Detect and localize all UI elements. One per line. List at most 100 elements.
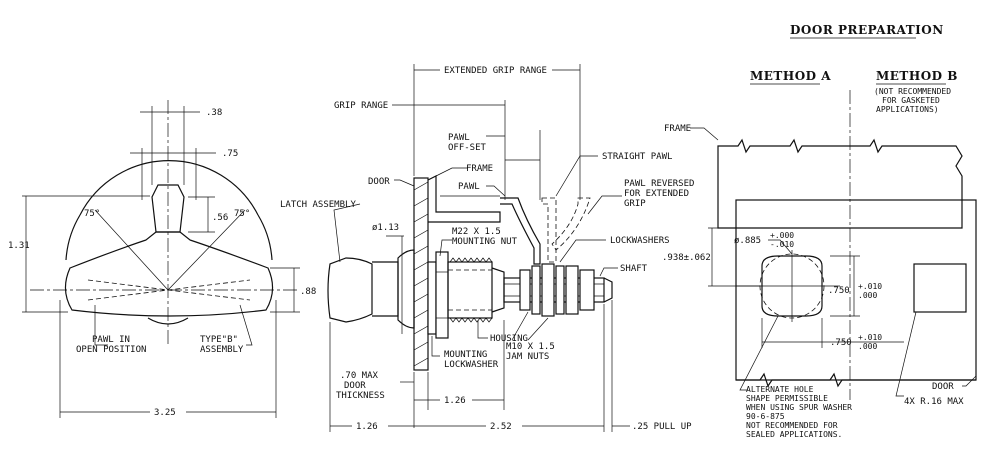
latch-assembly-label: LATCH ASSEMBLY — [280, 200, 356, 210]
leader-type-b — [239, 304, 253, 346]
alt-note-2: SHAPE PERMISSIBLE — [746, 394, 828, 403]
lockwasher-1 — [531, 265, 541, 315]
angle-right: 75° — [234, 209, 250, 219]
leader-frame-right — [690, 127, 719, 141]
pawl-offset-2: OFF-SET — [448, 143, 487, 153]
jam-nut-2 — [541, 263, 555, 317]
extended-grip-label: EXTENDED GRIP RANGE — [444, 66, 547, 76]
alt-note-3: WHEN USING SPUR WASHER — [746, 403, 852, 412]
housing-label: HOUSING — [490, 334, 528, 344]
door-label: DOOR — [368, 177, 390, 187]
grip-range-label: GRIP RANGE — [334, 101, 388, 111]
dim-38: .38 — [206, 108, 222, 118]
method-b-square-hole — [913, 263, 967, 313]
mounting-lockwasher — [427, 261, 437, 335]
tol-750a-2: .000 — [858, 291, 877, 300]
pawl-reversed-3: GRIP — [624, 199, 646, 209]
label-bg — [150, 405, 186, 417]
leader-m22 — [439, 239, 452, 257]
pawl-bent — [500, 197, 541, 265]
pawl-offset-1: PAWL — [448, 133, 470, 143]
m22-1: M22 X 1.5 — [452, 227, 501, 237]
dim-252: 2.52 — [490, 422, 512, 432]
m10-2: JAM NUTS — [506, 352, 549, 362]
alt-note-1: ALTERNATE HOLE — [746, 385, 814, 394]
tol-750a-1: +.010 — [858, 282, 882, 291]
door-right-label: DOOR — [932, 382, 954, 392]
tol-750b-2: .000 — [858, 342, 877, 351]
angle-arc — [79, 160, 259, 216]
dim-325: 3.25 — [154, 408, 176, 418]
mount-lockwasher-1: MOUNTING — [444, 350, 487, 360]
tol-750b-1: +.010 — [858, 333, 882, 342]
door-hatch — [413, 181, 429, 367]
jam-nut-1 — [519, 269, 531, 311]
m10-1: M10 X 1.5 — [506, 342, 555, 352]
latch-flange — [397, 249, 415, 329]
housing-threads — [448, 257, 493, 323]
tol-885-2: -.010 — [770, 240, 794, 249]
jam-nut-3 — [565, 265, 579, 315]
door-preparation-view: DOOR PREPARATION METHOD A METHOD B (NOT … — [662, 23, 977, 439]
m22-2: MOUNTING NUT — [452, 237, 518, 247]
method-a: METHOD A — [750, 69, 831, 83]
tol-885-1: +.000 — [770, 231, 794, 240]
handle-body — [64, 231, 274, 317]
label-bg — [440, 64, 552, 76]
alt-note-6: SEALED APPLICATIONS. — [746, 430, 842, 439]
method-b-note-1: (NOT RECOMMENDED — [874, 87, 951, 96]
type-b-2: ASSEMBLY — [200, 345, 244, 355]
dim-126a: 1.26 — [444, 396, 466, 406]
method-b-note-2: FOR GASKETED — [882, 96, 940, 105]
dim-126b: 1.26 — [356, 422, 378, 432]
leader-lockwashers — [559, 239, 606, 263]
frame-outline — [717, 138, 963, 229]
leader-pawl-open — [94, 305, 108, 346]
label-bg — [440, 394, 472, 406]
latch-section-view: EXTENDED GRIP RANGE GRIP RANGE PAWL OFF-… — [280, 64, 694, 432]
label-bg — [352, 420, 388, 432]
dia-885: ø.885 — [734, 236, 761, 246]
frame-section — [427, 175, 501, 223]
leader-dia-885 — [768, 239, 793, 255]
leader-door — [394, 179, 415, 187]
angle-ray-right — [167, 209, 246, 291]
method-b-note-3: APPLICATIONS) — [876, 105, 939, 114]
frame-right-label: FRAME — [664, 124, 691, 134]
dim-750a: .750 — [828, 286, 850, 296]
type-b-1: TYPE"B" — [200, 335, 238, 345]
pawl-open-2: OPEN POSITION — [76, 345, 146, 355]
max-door-2: DOOR — [344, 381, 366, 391]
leader-straight-pawl — [555, 155, 598, 197]
t-handle-front-view: .38 .75 .56 75° 75° 1.31 .88 3.25 PAWL I… — [8, 100, 316, 418]
method-b: METHOD B — [876, 69, 958, 83]
leader-pawl-reversed — [587, 195, 622, 215]
pawl-label: PAWL — [458, 182, 480, 192]
leader-pawl — [486, 185, 506, 197]
max-door-3: THICKNESS — [336, 391, 385, 401]
jam-nut-4 — [579, 269, 595, 311]
door-prep-title: DOOR PREPARATION — [790, 23, 944, 37]
leader-jam-2 — [527, 317, 549, 341]
straight-pawl-hidden — [541, 197, 557, 263]
pawl-reversed-2: FOR EXTENDED — [624, 189, 689, 199]
frame-label: FRAME — [466, 164, 493, 174]
reversed-pawl-hidden — [551, 197, 591, 251]
alt-note-4: 90-6-875 — [746, 412, 785, 421]
door-plate — [413, 177, 429, 371]
pull-up-label: .25 PULL UP — [632, 422, 692, 432]
leader-mounting-lockwasher — [431, 336, 440, 357]
pawl-reversed-1: PAWL REVERSED — [624, 179, 694, 189]
leader-radius — [895, 311, 917, 397]
pawl-bottom — [147, 317, 189, 325]
housing-end — [491, 267, 505, 313]
dim-75: .75 — [222, 149, 238, 159]
dia-113: ø1.13 — [372, 223, 399, 233]
leader-housing — [477, 320, 488, 339]
lockwasher-2 — [555, 265, 565, 315]
dim-88: .88 — [300, 287, 316, 297]
method-a-hole — [761, 255, 823, 317]
lockwashers-label: LOCKWASHERS — [610, 236, 670, 246]
straight-pawl-label: STRAIGHT PAWL — [602, 152, 672, 162]
